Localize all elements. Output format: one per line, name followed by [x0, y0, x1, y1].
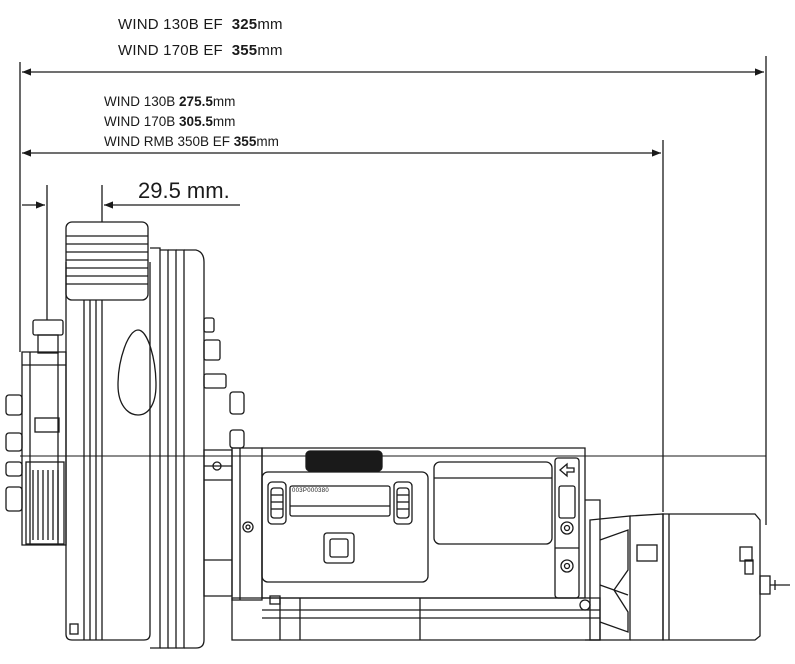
body-dim-label-2: WIND 170B 305.5mm: [104, 114, 236, 129]
dimension-lines: [19, 56, 767, 525]
part-marking-label: 003P000380: [292, 488, 330, 494]
lower-motor: [231, 595, 601, 641]
motor-end: [585, 499, 790, 641]
left-bracket: [5, 319, 67, 546]
control-box: [261, 447, 586, 599]
body-dim-label-1: WIND 130B 275.5mm: [104, 94, 236, 109]
overall-dim-label-2: WIND 170B EF 355mm: [118, 42, 283, 59]
offset-dim-label: 29.5 mm.: [138, 178, 230, 203]
gearbox-housing: [20, 447, 766, 601]
body-dim-label-3: WIND RMB 350B EF 355mm: [104, 134, 279, 149]
drum-wheel: [65, 221, 245, 649]
overall-dim-label-1: WIND 130B EF 325mm: [118, 16, 283, 33]
